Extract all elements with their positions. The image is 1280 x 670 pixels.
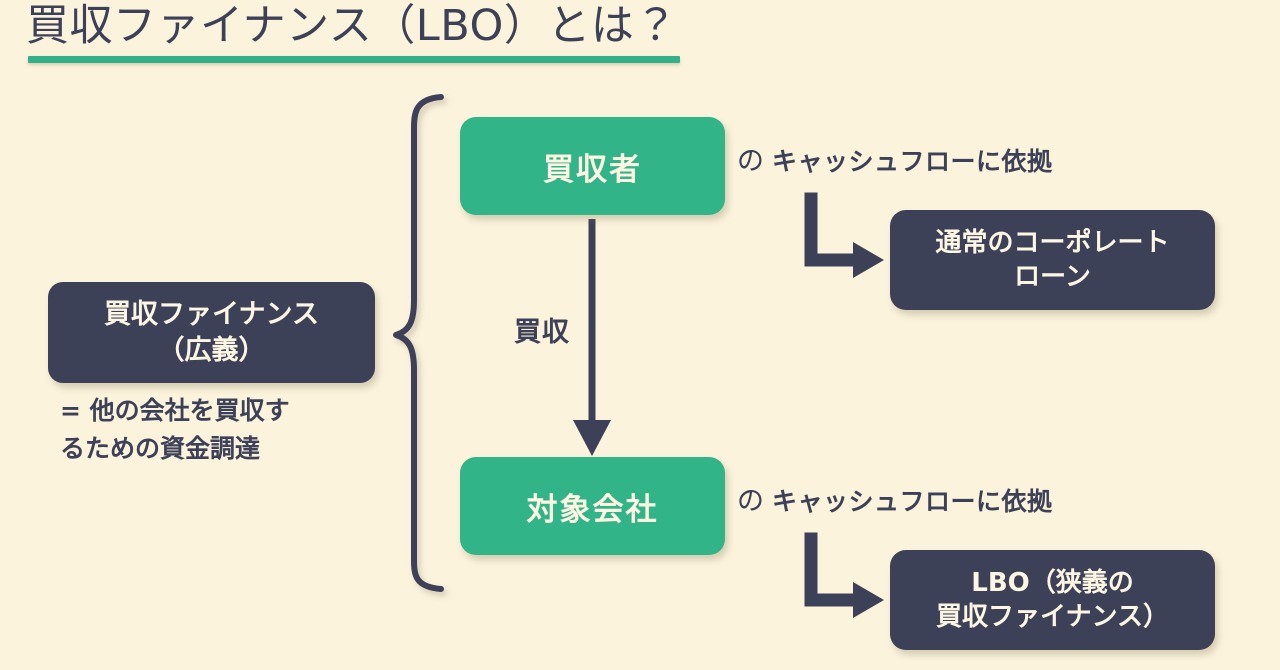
node-lbo-label: LBO（狭義の 買収ファイナンス） <box>936 568 1169 632</box>
curly-brace-icon <box>393 94 444 592</box>
acquire-arrow-label: 買収 <box>514 317 570 348</box>
acquirer-cashflow-text: キャッシュフローに依拠 <box>771 147 1053 176</box>
acquirer-cashflow-label: の キャッシュフローに依拠 <box>737 147 1052 177</box>
node-broad-acquisition-finance-label: 買収ファイナンス （広義） <box>104 298 319 366</box>
node-corporate-loan[interactable]: 通常のコーポレート ローン <box>890 210 1215 310</box>
acquirer-to-target-arrow-icon <box>573 219 611 456</box>
acquirer-cashflow-particle: の <box>737 146 764 177</box>
node-lbo[interactable]: LBO（狭義の 買収ファイナンス） <box>890 550 1215 650</box>
acquirer-to-corporate-loan-elbow-icon <box>804 192 884 278</box>
broad-acquisition-finance-caption: = 他の会社を買収す るための資金調達 <box>60 396 290 463</box>
node-broad-acquisition-finance[interactable]: 買収ファイナンス （広義） <box>48 282 375 383</box>
node-target-company[interactable]: 対象会社 <box>460 457 725 555</box>
node-acquirer[interactable]: 買収者 <box>460 117 725 215</box>
target-to-lbo-elbow-icon <box>804 532 884 618</box>
target-cashflow-particle: の <box>737 486 764 517</box>
page-title: 買収ファイナンス（LBO）とは？ <box>26 1 678 51</box>
node-corporate-loan-label: 通常のコーポレート ローン <box>935 228 1170 292</box>
title-underline-rule <box>28 56 680 63</box>
node-target-company-label: 対象会社 <box>526 491 659 528</box>
node-acquirer-label: 買収者 <box>543 151 642 188</box>
target-cashflow-text: キャッシュフローに依拠 <box>771 487 1053 516</box>
target-cashflow-label: の キャッシュフローに依拠 <box>737 487 1052 517</box>
